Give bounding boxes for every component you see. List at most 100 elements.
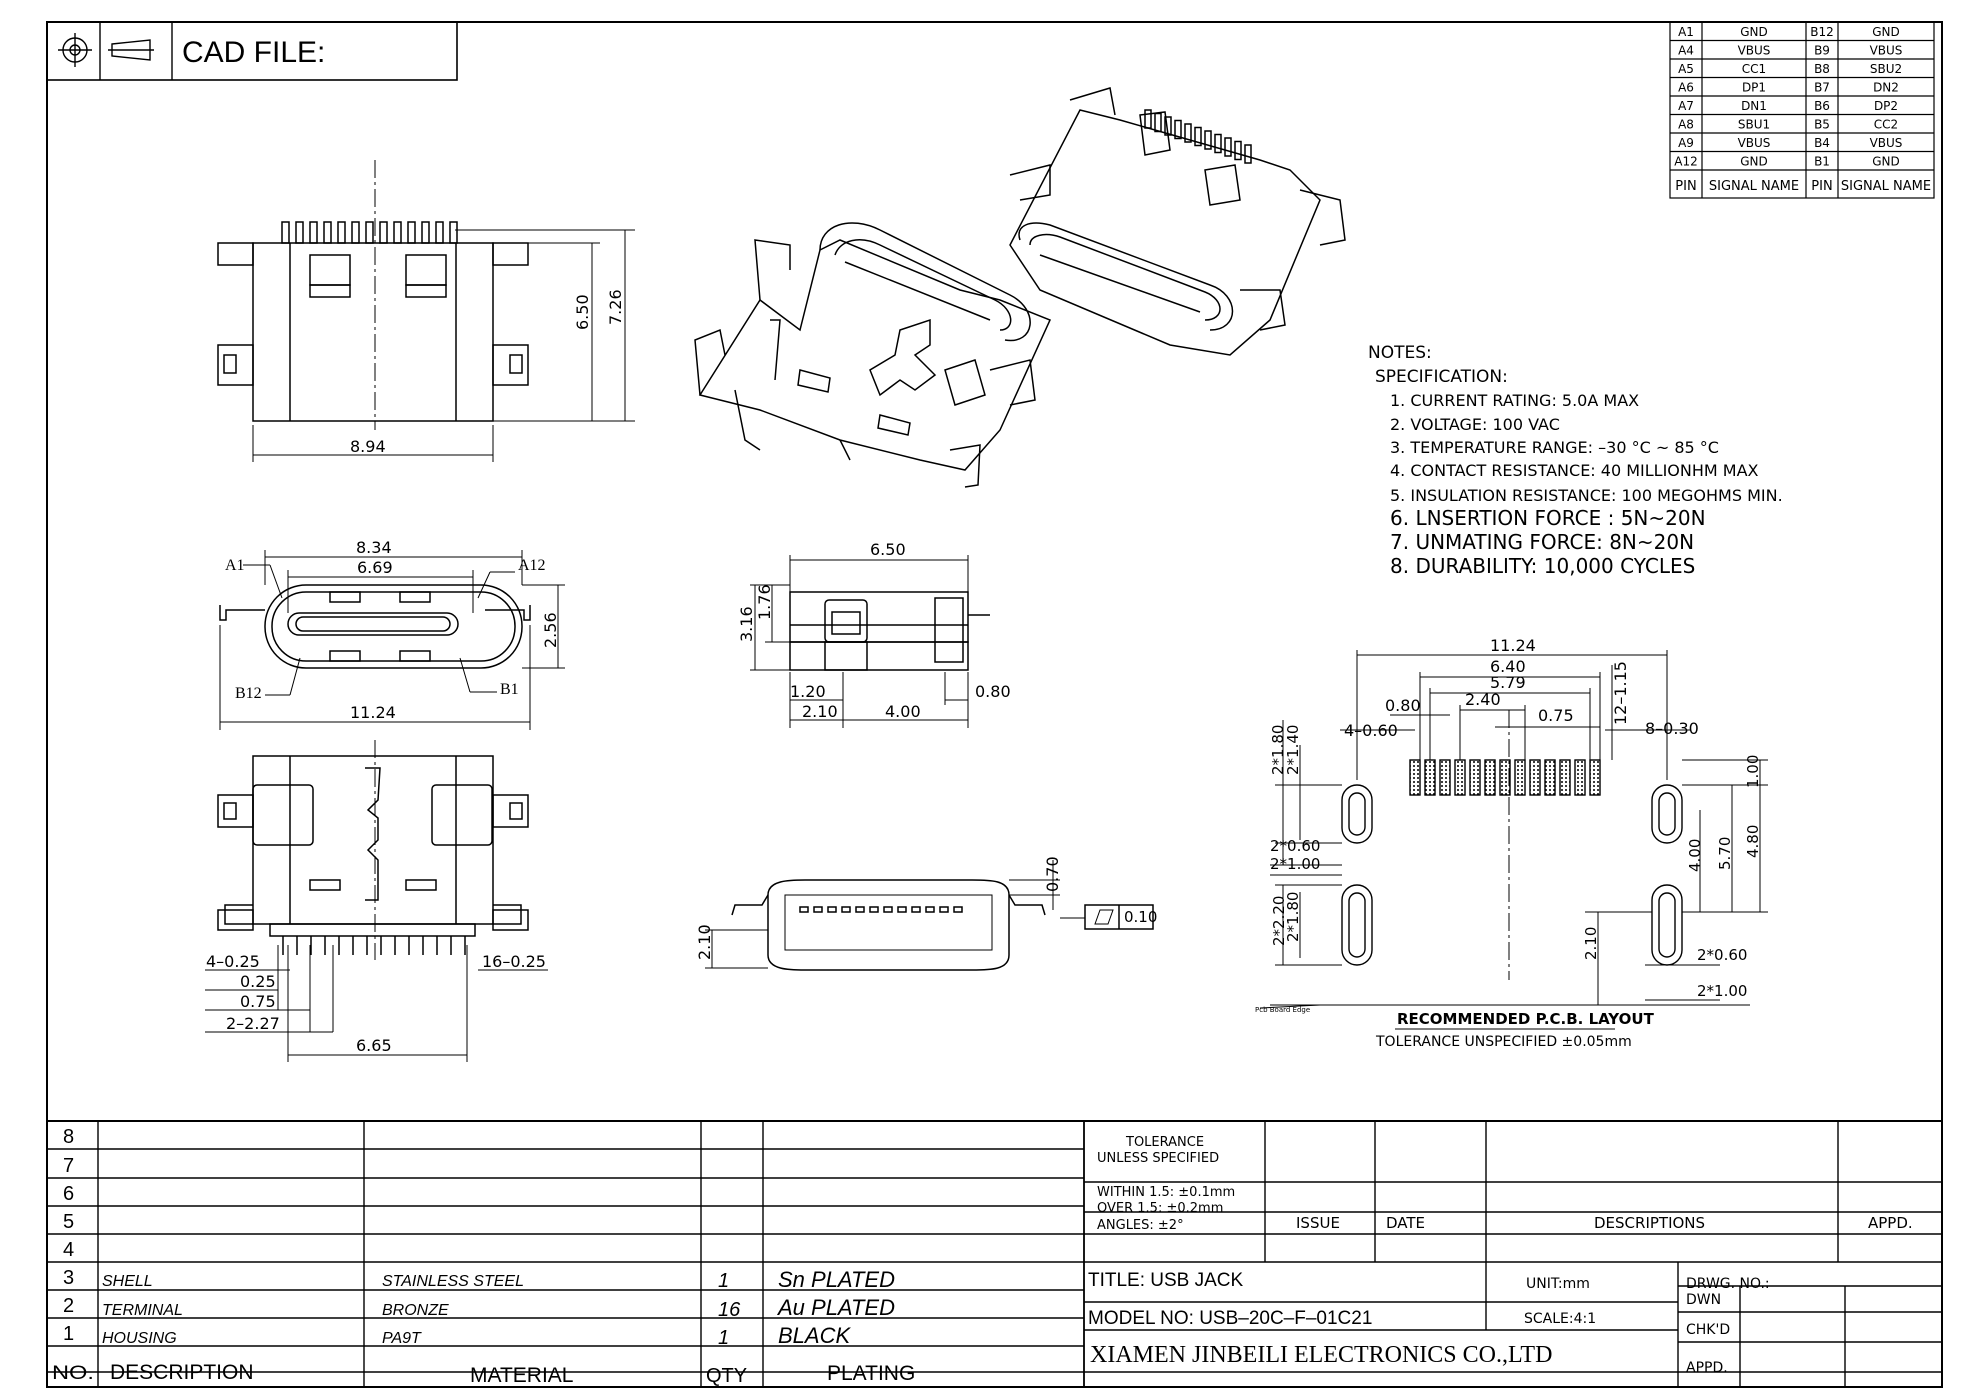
- pcb-pad: [1559, 759, 1571, 796]
- bom-terminal-desc: TERMINAL: [102, 1302, 183, 1319]
- iso-pin: [1214, 133, 1222, 154]
- top-view: [217, 160, 635, 462]
- rev-issue-header: ISSUE: [1296, 1214, 1340, 1232]
- pin-table-cell: B12: [1810, 25, 1834, 39]
- top-pin: [323, 221, 332, 244]
- bom-shell-material: STAINLESS STEEL: [382, 1273, 524, 1290]
- top-pin: [393, 221, 402, 244]
- bom-row-num-3: 3: [63, 1267, 74, 1289]
- top-pin: [407, 221, 416, 244]
- pin-table-header-cell: PIN: [1675, 179, 1696, 194]
- bom-row-num-7: 7: [63, 1155, 74, 1177]
- iso-view-left: [694, 222, 1052, 488]
- bom-row-num-8: 8: [63, 1126, 74, 1148]
- dim-pcb-a: 2*1.80: [1269, 725, 1287, 775]
- pcb-pad: [1439, 759, 1451, 796]
- end-pin: [925, 906, 935, 913]
- pcb-title: RECOMMENDED P.C.B. LAYOUT: [1397, 1010, 1655, 1028]
- tol-over: OVER 1.5: ±0.2mm: [1097, 1201, 1223, 1216]
- note-2: 2. VOLTAGE: 100 VAC: [1390, 415, 1560, 434]
- dim-side-b1: 1.20: [790, 682, 826, 701]
- dim-pcb-w5: 0.80: [1385, 696, 1421, 715]
- rev-date-header: DATE: [1386, 1214, 1425, 1232]
- bom-shell-desc: SHELL: [102, 1273, 153, 1290]
- end-view: [705, 860, 1154, 971]
- pin-table-cell: VBUS: [1738, 136, 1771, 150]
- pin-table-cell: B8: [1814, 62, 1830, 76]
- note-7: 7. UNMATING FORCE: 8N~20N: [1390, 530, 1694, 554]
- iso-pin: [1164, 116, 1172, 136]
- pcb-pad: [1589, 759, 1601, 796]
- flatness-tolerance: 0.10: [1124, 908, 1157, 926]
- bom-housing-material: PA9T: [382, 1330, 422, 1347]
- tol-sub: UNLESS SPECIFIED: [1097, 1151, 1219, 1166]
- bom-head-plating: PLATING: [827, 1362, 915, 1385]
- iso-pin: [1244, 144, 1252, 164]
- pin-table-cell: A8: [1678, 118, 1694, 132]
- pcb-edge-label: Pcb Board Edge: [1255, 1006, 1310, 1014]
- pin-table-cell: A6: [1678, 81, 1694, 95]
- dim-end-h2: 2.10: [695, 924, 714, 960]
- dim-bot-r1: 16–0.25: [482, 952, 546, 971]
- note-3: 3. TEMPERATURE RANGE: –30 °C ~ 85 °C: [1390, 438, 1719, 457]
- dim-pcb-r4: 4.80: [1744, 825, 1762, 858]
- pin-table-cell: GND: [1872, 25, 1900, 39]
- top-pin: [351, 221, 360, 244]
- pin-table-header-cell: SIGNAL NAME: [1841, 179, 1931, 194]
- dim-front-w3: 11.24: [350, 703, 396, 722]
- iso-pin: [1144, 109, 1152, 129]
- pin-table-cell: VBUS: [1870, 44, 1903, 58]
- bom-row-num-2: 2: [63, 1295, 74, 1317]
- dim-side-b2: 0.80: [975, 682, 1011, 701]
- top-pin: [281, 221, 290, 244]
- title-block-grid: [47, 1120, 1942, 1387]
- dim-pcb-w4: 2.40: [1465, 690, 1501, 709]
- dim-bot-l3: 0.75: [240, 992, 276, 1011]
- pin-table-cell: VBUS: [1738, 44, 1771, 58]
- dim-pcb-w3: 5.79: [1490, 673, 1526, 692]
- note-4: 4. CONTACT RESISTANCE: 40 MILLIONHM MAX: [1390, 461, 1759, 480]
- end-pin: [841, 906, 851, 913]
- dim-side-b4: 4.00: [885, 702, 921, 721]
- dim-pcb-d: 2*1.00: [1270, 855, 1320, 873]
- dim-top-h2: 7.26: [606, 289, 625, 325]
- bom-terminal-plating: Au PLATED: [776, 1295, 895, 1320]
- dim-pcb-w6: 0.75: [1538, 706, 1574, 725]
- dim-top-width: 8.94: [350, 437, 386, 456]
- dim-pcb-h: 2*0.60: [1697, 946, 1747, 964]
- dim-pcb-r: 8–0.30: [1645, 719, 1699, 738]
- side-view: [750, 555, 990, 728]
- dim-bot-w: 6.65: [356, 1036, 392, 1055]
- note-8: 8. DURABILITY: 10,000 CYCLES: [1390, 554, 1695, 578]
- bom-shell-plating: Sn PLATED: [778, 1267, 895, 1292]
- rev-descriptions-header: DESCRIPTIONS: [1594, 1214, 1705, 1232]
- end-pin: [953, 906, 963, 913]
- top-pin: [435, 221, 444, 244]
- pcb-pad: [1454, 759, 1466, 796]
- end-pin: [827, 906, 837, 913]
- pin-table-cell: B1: [1814, 155, 1830, 169]
- end-pin: [799, 906, 809, 913]
- note-1: 1. CURRENT RATING: 5.0A MAX: [1390, 391, 1639, 410]
- dim-pcb-g: 2.10: [1582, 927, 1600, 960]
- pin-table-cell: GND: [1872, 155, 1900, 169]
- dim-side-b3: 2.10: [802, 702, 838, 721]
- cad-file-header: CAD FILE:: [46, 21, 458, 81]
- bom-row-num-4: 4: [63, 1239, 74, 1261]
- notes-spec: SPECIFICATION:: [1375, 367, 1508, 387]
- dim-pcb-b: 2*1.40: [1284, 725, 1302, 775]
- tol-angles: ANGLES: ±2°: [1097, 1218, 1184, 1233]
- end-pin: [939, 906, 949, 913]
- pin-table-cell: VBUS: [1870, 136, 1903, 150]
- dim-pcb-f: 2*1.80: [1284, 892, 1302, 942]
- label-a12: A12: [518, 557, 546, 574]
- dim-pcb-w1: 11.24: [1490, 636, 1536, 655]
- bom-housing-qty: 1: [718, 1327, 729, 1349]
- pin-table-header-cell: SIGNAL NAME: [1709, 179, 1799, 194]
- bom-housing-plating: BLACK: [778, 1323, 851, 1348]
- dim-bot-l2: 0.25: [240, 972, 276, 991]
- pin-table-cell: A5: [1678, 62, 1694, 76]
- bom-terminal-qty: 16: [718, 1299, 741, 1321]
- dim-pcb-e: 2*2.20: [1270, 896, 1288, 946]
- end-pin: [869, 906, 879, 913]
